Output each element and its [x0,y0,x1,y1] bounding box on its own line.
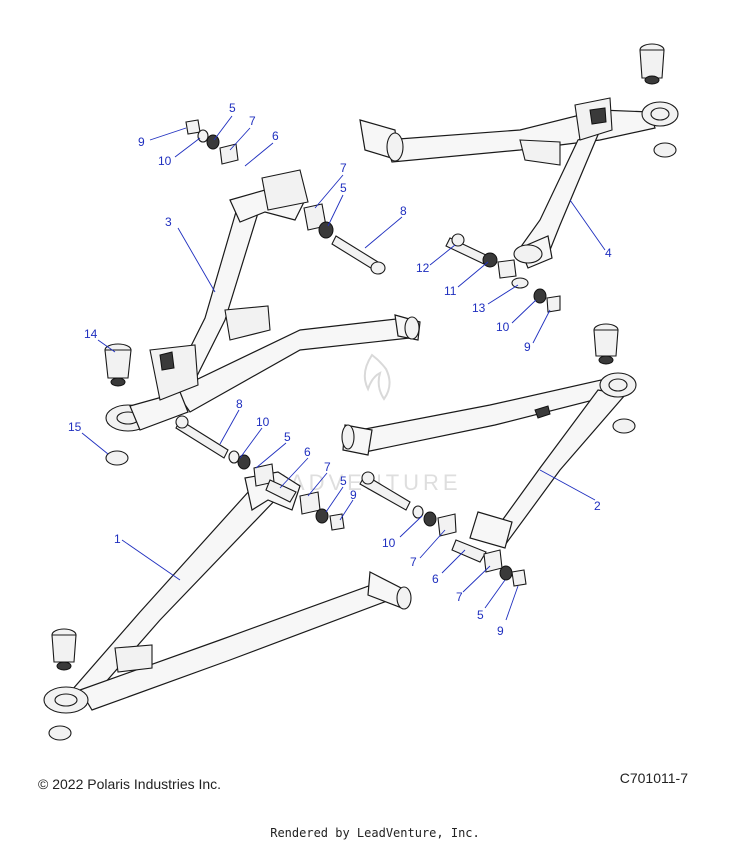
snap-ring-right [612,418,636,434]
callout-7: 7 [456,590,463,604]
callout-5: 5 [340,474,347,488]
upper-hardware [185,119,561,313]
callout-6: 6 [272,129,279,143]
ball-joint-top-right [639,43,665,85]
lower-right-a-arm [341,372,637,549]
snap-ring-left-upper [105,450,129,466]
callout-5: 5 [340,181,347,195]
callout-5: 5 [229,101,236,115]
callout-13: 13 [472,301,486,315]
callout-15: 15 [68,420,82,434]
callout-labels: 9 10 5 7 6 3 7 5 8 4 12 11 13 10 9 14 15… [68,101,612,638]
callout-10: 10 [496,320,510,334]
callout-9: 9 [524,340,531,354]
copyright-text: © 2022 Polaris Industries Inc. [38,776,222,792]
callout-8: 8 [400,204,407,218]
drawing-number: C701011-7 [619,770,688,786]
callout-9: 9 [138,135,145,149]
callout-9: 9 [497,624,504,638]
snap-ring-top-right [653,142,677,158]
callout-12: 12 [416,261,430,275]
ball-joint-left [104,343,132,387]
callout-9: 9 [350,488,357,502]
lower-left-a-arm [43,471,412,714]
lower-hardware [175,415,527,587]
leader-lines [81,115,606,621]
ball-joint-bottom-left [51,628,77,671]
callout-14: 14 [84,327,98,341]
callout-4: 4 [605,246,612,260]
callout-2: 2 [594,499,601,513]
callout-7: 7 [340,161,347,175]
callout-7: 7 [249,114,256,128]
callout-8: 8 [236,397,243,411]
rendered-by-text: Rendered by LeadVenture, Inc. [270,826,480,840]
callout-10: 10 [382,536,396,550]
callout-6: 6 [304,445,311,459]
snap-ring-bottom-left [48,725,72,741]
callout-5: 5 [284,430,291,444]
callout-10: 10 [158,154,172,168]
callout-7: 7 [324,460,331,474]
callout-10: 10 [256,415,270,429]
upper-left-a-arm [105,189,421,432]
callout-7: 7 [410,555,417,569]
callout-6: 6 [432,572,439,586]
ball-joint-right [593,323,619,365]
callout-5: 5 [477,608,484,622]
callout-3: 3 [165,215,172,229]
parts-diagram: LEADVENTURE [43,43,679,741]
callout-1: 1 [114,532,121,546]
upper-right-a-arm [359,97,679,269]
callout-11: 11 [444,284,457,298]
